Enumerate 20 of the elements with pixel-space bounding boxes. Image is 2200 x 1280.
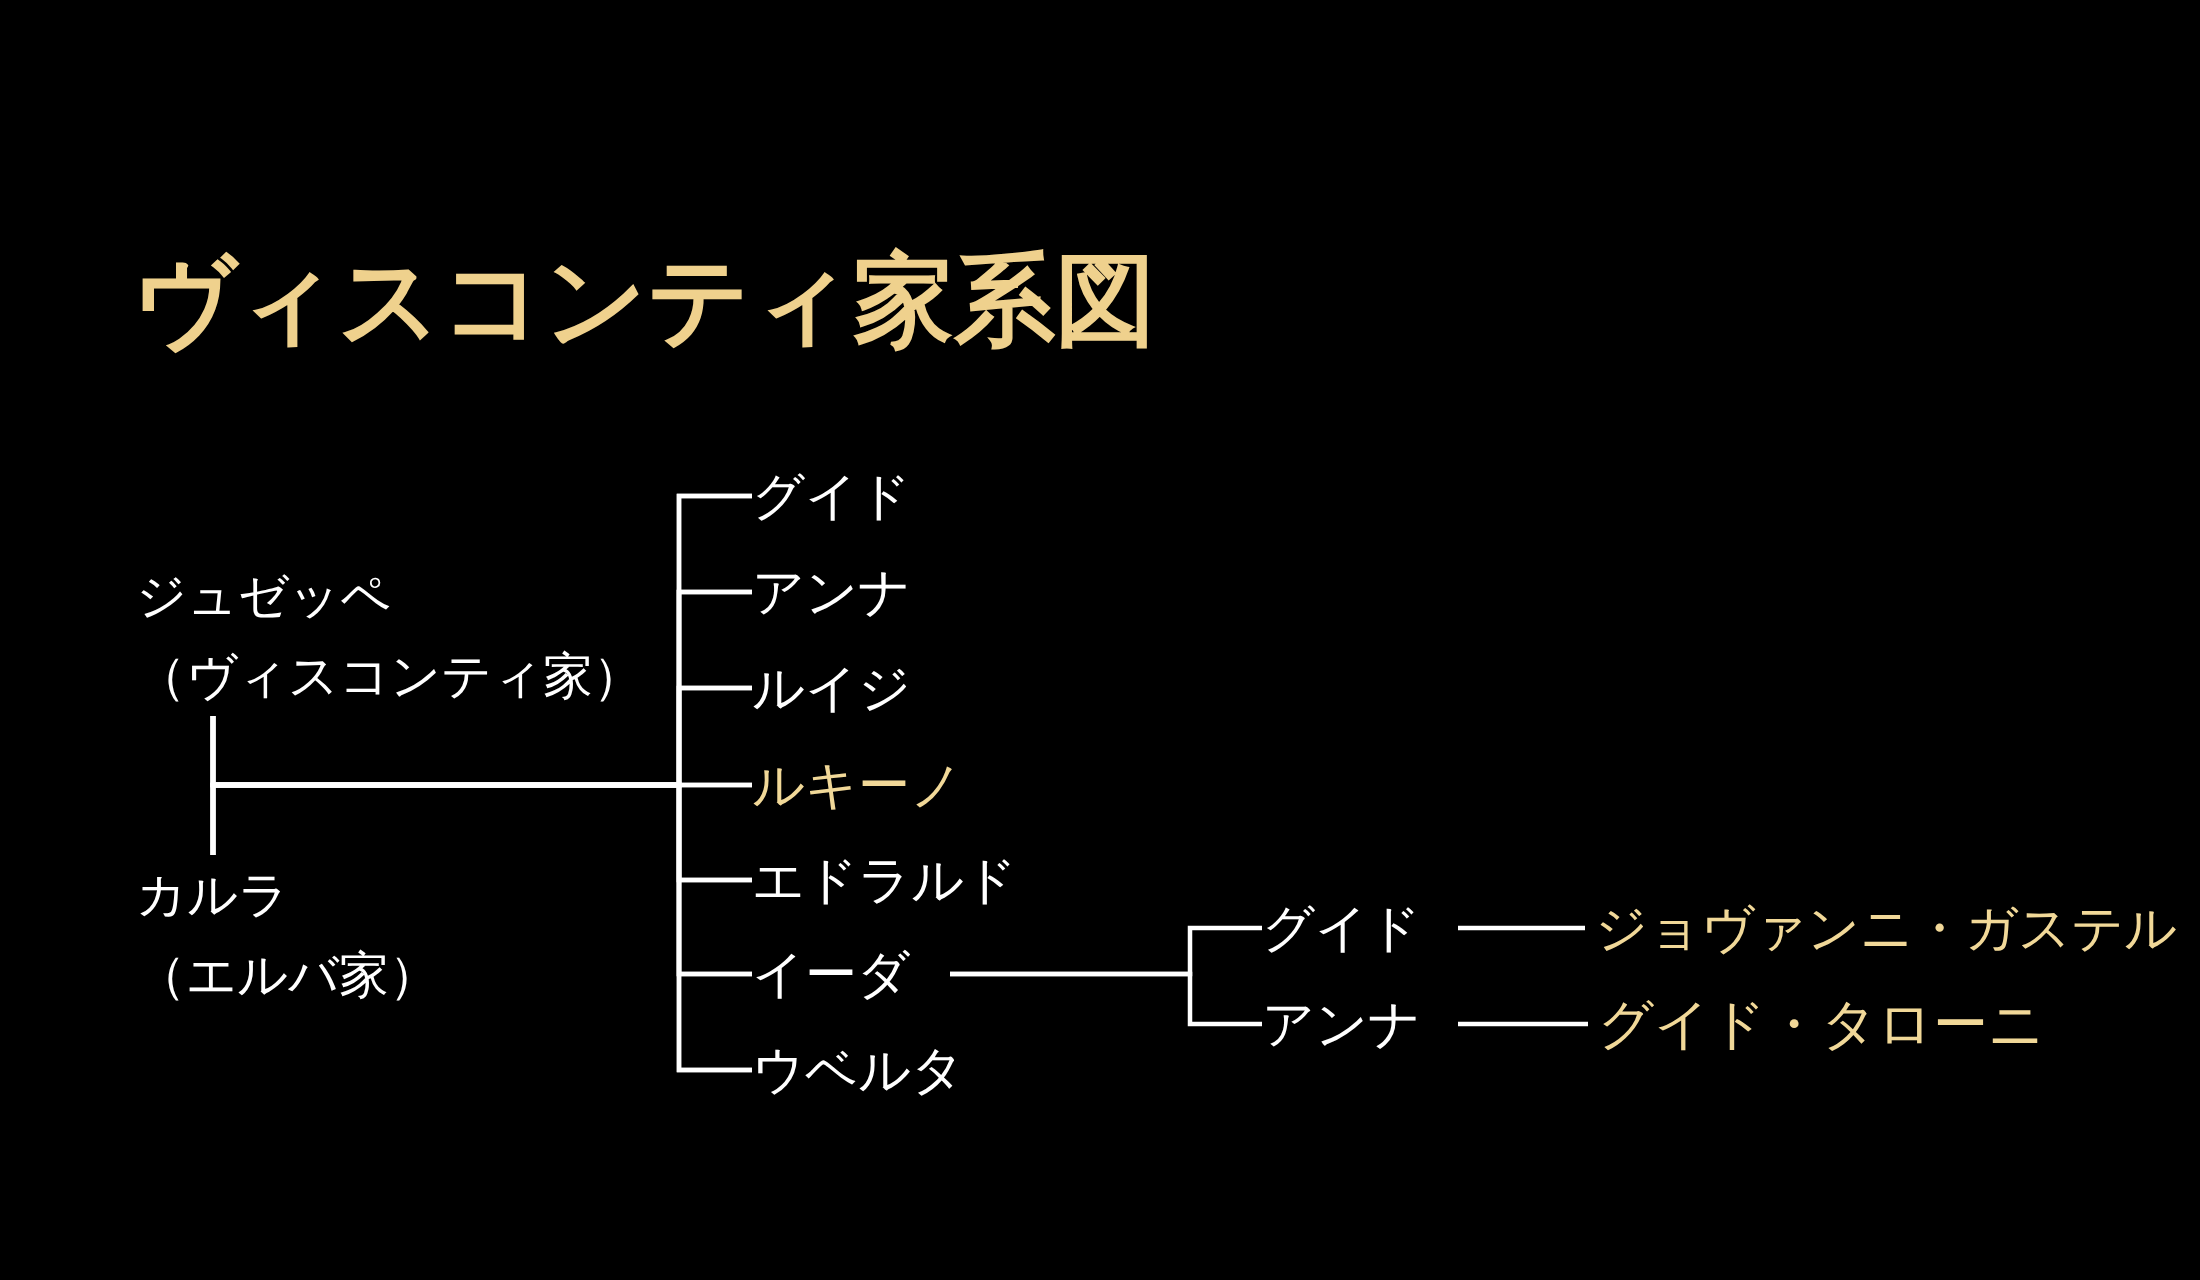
person-name: ウベルタ [752,1038,964,1102]
title: ヴィスコンティ家系図 [132,240,1156,360]
family-label: （ヴィスコンティ家） [136,646,643,707]
connector-line [1458,925,1585,931]
person-name: ジョヴァンニ・ガステル [1595,896,2177,960]
person-name: アンナ [752,560,911,624]
person-name: エドラルド [752,848,1017,912]
person-name: イーダ [752,942,910,1006]
person-name: ルキーノ [752,753,963,817]
person-name: ジュゼッペ [136,566,392,627]
person-name: グイド・タローニ [1598,992,2044,1056]
person-name: カルラ [136,865,290,926]
connector-line [210,782,752,1073]
person-name: ルイジ [752,656,911,720]
person-name: グイド [1262,896,1421,960]
family-label: （エルバ家） [136,945,439,1006]
connector-line [950,971,1262,1027]
person-name: アンナ [1262,992,1421,1056]
person-name: グイド [752,464,911,528]
connector-line [1458,1021,1588,1027]
